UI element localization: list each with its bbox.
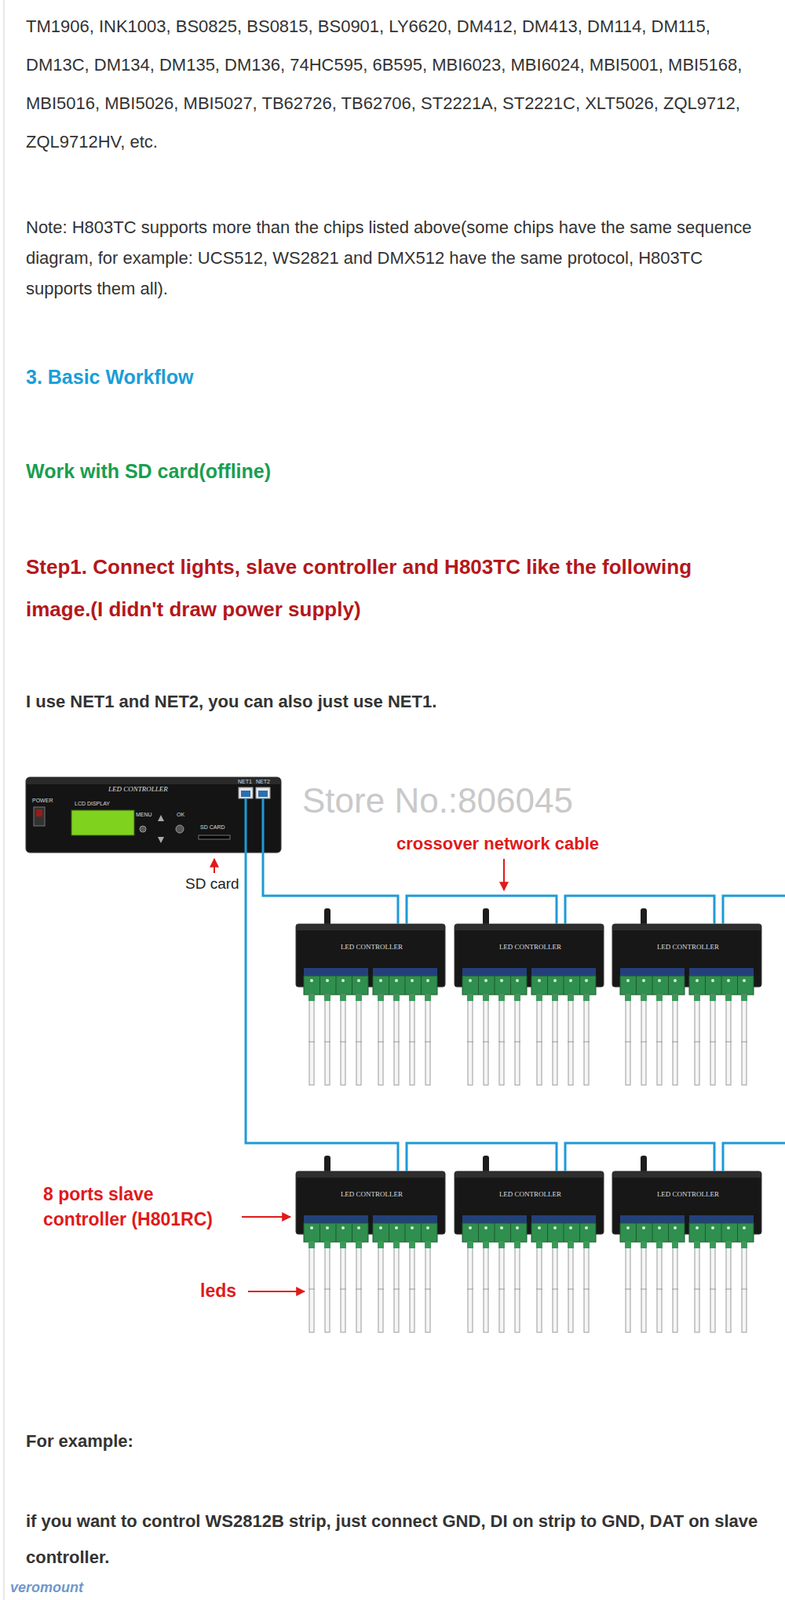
step-heading: Step1. Connect lights, slave controller … (25, 545, 760, 631)
network-cable (262, 852, 398, 924)
device-marking: LCD DISPLAY (74, 800, 110, 807)
device-marking: POWER (32, 797, 53, 804)
power-switch (33, 806, 45, 826)
slave-controller: LED CONTROLLER (454, 1171, 607, 1235)
note-paragraph: Note: H803TC supports more than the chip… (25, 211, 760, 304)
net-port-socket (240, 790, 251, 797)
lcd-screen (71, 810, 135, 836)
slave-controller: LED CONTROLLER (295, 923, 448, 987)
body-text: if you want to control WS2812B strip, ju… (25, 1503, 760, 1576)
sub-heading: Work with SD card(offline) (25, 459, 271, 483)
slave-controller: LED CONTROLLER (454, 923, 607, 987)
master-controller: LED CONTROLLER POWER LCD DISPLAY MENU OK SD C… (25, 777, 282, 853)
slave-controller: LED CONTROLLER (612, 1171, 764, 1235)
body-text: For example: (25, 1430, 134, 1453)
network-cable (565, 1142, 715, 1172)
body-text: I use NET1 and NET2, you can also just u… (25, 690, 437, 713)
slave-controller-drawing (612, 1155, 762, 1333)
device-title: LED CONTROLLER (454, 1190, 607, 1198)
network-cable (722, 895, 785, 1172)
network-cable (565, 895, 715, 924)
net-port (238, 787, 253, 799)
callout-label: leds (200, 1279, 237, 1302)
down-button (157, 836, 165, 844)
device-marking: OK (176, 811, 185, 818)
callout-arrow (248, 1290, 305, 1293)
watermark: veromount (10, 1579, 84, 1596)
device-marking: NET1 (237, 778, 252, 785)
callout-arrow (503, 858, 505, 891)
slave-controller-drawing (295, 1155, 446, 1333)
controller-case (25, 777, 282, 853)
network-cable (245, 798, 263, 853)
ok-button (175, 825, 184, 833)
slave-controller-drawing (295, 908, 446, 1085)
device-title: LED CONTROLLER (295, 1190, 448, 1198)
chip-list-paragraph: TM1906, INK1003, BS0825, BS0815, BS0901,… (25, 7, 760, 161)
callout-label: SD card (185, 874, 240, 893)
network-cable (406, 1142, 557, 1172)
device-title: LED CONTROLLER (612, 942, 764, 951)
device-title: LED CONTROLLER (295, 942, 448, 951)
callout-arrow (241, 1215, 291, 1218)
device-title: LED CONTROLLER (612, 1190, 764, 1198)
net-port-socket (258, 790, 268, 797)
slave-controller-drawing (454, 908, 604, 1085)
callout-label: crossover network cable (396, 833, 599, 855)
power-rocker (36, 809, 43, 817)
page-border (3, 0, 5, 1600)
device-title: LED CONTROLLER (108, 785, 168, 793)
sd-slot (198, 835, 231, 840)
watermark: Store No.:806045 (302, 780, 574, 822)
callout-label: 8 ports slave controller (H801RC) (43, 1181, 238, 1232)
up-button (157, 814, 165, 822)
callout-arrow (213, 858, 216, 873)
slave-controller: LED CONTROLLER (295, 1171, 448, 1235)
device-marking: MENU (135, 811, 153, 818)
network-cable (406, 895, 557, 924)
slave-controller: LED CONTROLLER (612, 923, 764, 987)
network-cable (245, 852, 398, 1172)
section-heading: 3. Basic Workflow (25, 365, 194, 389)
device-title: LED CONTROLLER (454, 942, 607, 951)
menu-button (139, 825, 147, 833)
slave-controller-drawing (454, 1155, 604, 1333)
device-marking: NET2 (255, 778, 271, 785)
net-port (255, 787, 271, 799)
device-marking: SD CARD (200, 824, 226, 831)
slave-controller-drawing (612, 908, 762, 1085)
